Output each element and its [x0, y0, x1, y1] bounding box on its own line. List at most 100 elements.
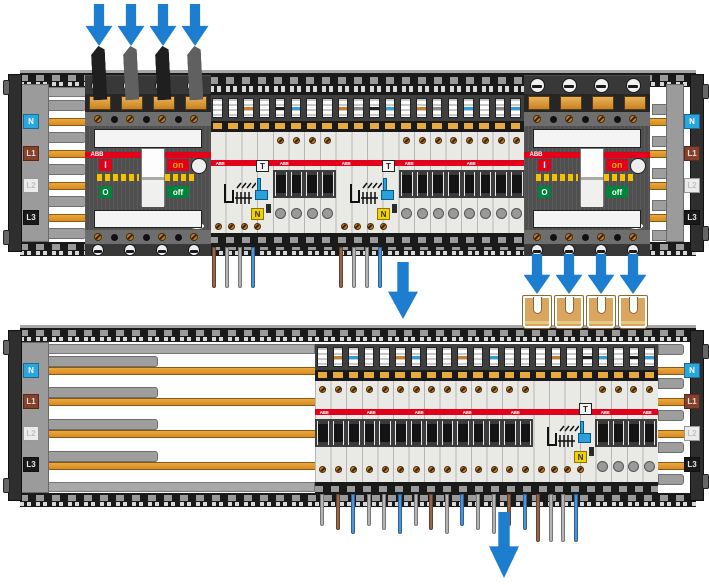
rcd-neutral-tag: N [251, 208, 264, 220]
busbar-holder-finger [658, 344, 684, 355]
phase-tag-n: N [23, 363, 39, 378]
fork-base-line [621, 321, 645, 324]
screw-slot [351, 466, 357, 472]
screw-slot [404, 137, 410, 143]
feed-arrow-down [181, 4, 209, 46]
wire-wire_grey [352, 247, 356, 288]
wire-screw-icon [419, 136, 427, 144]
marking-window [369, 98, 380, 118]
terminal-marker [243, 123, 254, 129]
wire-screw-icon [490, 465, 498, 473]
wire-screw-icon [428, 385, 436, 393]
mccb-out-arrow [523, 254, 551, 294]
phase-marker-stripe [349, 356, 358, 359]
marking-window [582, 347, 593, 367]
screw-slot [336, 386, 342, 392]
mccb-bottom-terminal-row [85, 244, 211, 256]
marking-window-strip [210, 95, 524, 121]
phase-tag-l2: L2 [684, 426, 700, 441]
mccb-brand: ABB [90, 151, 104, 158]
screw-slot [351, 386, 357, 392]
comb-tabs [20, 337, 696, 341]
breaker-toggle [322, 172, 334, 196]
mccb-screw-strip [85, 112, 211, 126]
wire-screw-icon [158, 233, 166, 241]
terminal-marker [535, 372, 546, 378]
screw-slot [566, 234, 573, 240]
terminal-marker [520, 372, 530, 378]
screw-slot [564, 466, 570, 472]
bottom-terminal [306, 207, 318, 219]
bottom-terminal [597, 460, 609, 472]
wire-screw-icon [350, 465, 358, 473]
fork-terminal [555, 296, 583, 328]
screw-slot [523, 386, 529, 392]
terminal-marker [291, 123, 301, 129]
screw-slot [414, 466, 419, 472]
comb-tabs [210, 86, 524, 92]
phase-tag-n: N [684, 363, 700, 378]
screw-slot [563, 84, 575, 88]
marking-window [379, 347, 390, 367]
wire-wire_blue [522, 494, 527, 530]
screw-slot [95, 234, 102, 240]
mccb-round-button [191, 158, 207, 174]
fork-terminal [523, 296, 551, 328]
wire-screw-icon [293, 136, 301, 144]
mccb-off-label: off [606, 186, 628, 198]
wire-screw-icon [597, 115, 605, 123]
marking-window [337, 98, 349, 118]
phase-marker-stripe [489, 356, 499, 359]
terminal-marker [353, 123, 364, 129]
wire-wire_grey [320, 494, 324, 526]
wire-screw-icon [412, 465, 420, 473]
wire-screw-icon [158, 115, 166, 123]
screw-slot [325, 137, 331, 143]
marking-window [348, 347, 359, 367]
mccb-on-label: on [606, 159, 628, 171]
phase-marker-stripe [583, 356, 592, 359]
wire-screw-icon [521, 465, 529, 473]
busbar-holder-finger [48, 419, 158, 430]
busbar-holder-finger [658, 442, 684, 453]
screw-slot [627, 84, 639, 88]
marking-window [416, 98, 427, 118]
wire-screw-icon [434, 136, 442, 144]
end-plate [8, 74, 22, 252]
busbar-holder-finger [48, 451, 158, 462]
marking-window [363, 347, 375, 367]
screw-slot [533, 249, 541, 253]
comb-tabs [20, 244, 696, 250]
terminal-marker [504, 372, 515, 378]
wire-screw-icon [366, 465, 374, 473]
toggle-recess [273, 170, 336, 198]
mccb-rating-stripe [165, 174, 195, 181]
screw-slot [491, 466, 497, 472]
mccb-i-marker: I [99, 159, 112, 171]
wire-screw-icon [646, 385, 654, 393]
wire-screw-icon [353, 222, 361, 230]
wire-screw-icon [599, 385, 607, 393]
bottom-terminal [495, 207, 507, 219]
wire-screw-icon [240, 222, 248, 230]
terminal-marker [432, 123, 442, 129]
busbar-copper [44, 150, 90, 158]
wire-screw-icon [533, 115, 541, 123]
screw-slot [531, 84, 543, 88]
marking-window [566, 347, 578, 367]
screw-slot [647, 386, 653, 392]
screw-slot [420, 137, 426, 143]
brand-label: ABB [462, 410, 472, 415]
phase-tag-l2: L2 [23, 178, 39, 193]
brand-label: ABB [404, 161, 414, 166]
marking-window [597, 347, 609, 367]
screw-slot [445, 386, 451, 392]
wire-wire_grey [382, 494, 387, 530]
screw-slot [538, 466, 544, 472]
terminal-marker-strip [315, 370, 658, 381]
breaker-toggle [332, 421, 345, 445]
wire-screw-icon [475, 385, 483, 393]
mccb-lug-row [524, 94, 650, 112]
wire-screw-icon [227, 222, 235, 230]
screw-slot [534, 116, 541, 122]
